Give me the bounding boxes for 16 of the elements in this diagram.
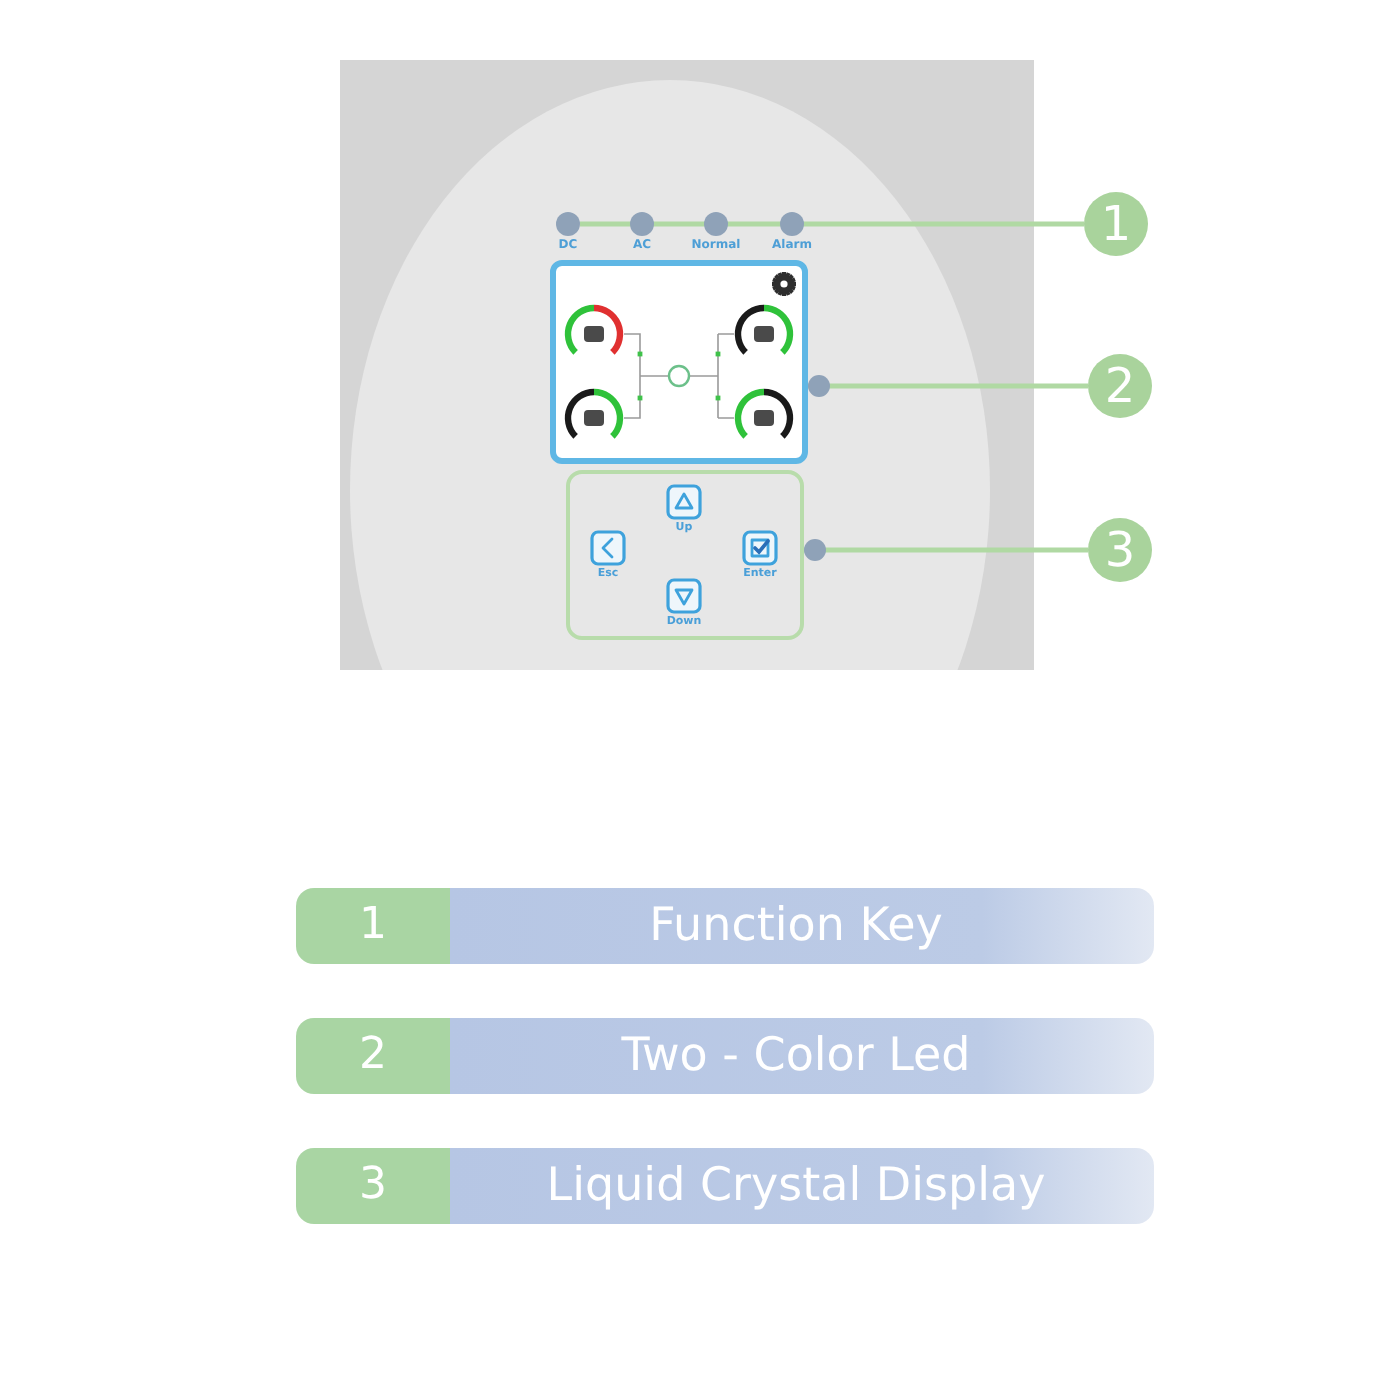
keypad-panel	[566, 470, 804, 640]
leader-line	[804, 539, 1088, 561]
callout-number: 2	[1088, 354, 1152, 418]
legend-number: 2	[357, 1028, 389, 1084]
legend-text: Liquid Crystal Display	[546, 1158, 1046, 1216]
callout-number: 1	[1084, 192, 1148, 256]
legend-bar	[296, 1018, 1154, 1094]
legend-number: 3	[357, 1158, 389, 1214]
legend-bar	[296, 1148, 1154, 1224]
legend-text: Function Key	[649, 898, 943, 956]
legend-bar	[296, 888, 1154, 964]
legend-number: 1	[357, 898, 389, 954]
callout-number: 3	[1088, 518, 1152, 582]
leader-line	[580, 221, 1084, 227]
leader-line	[808, 375, 1088, 397]
legend-text: Two - Color Led	[621, 1028, 971, 1086]
